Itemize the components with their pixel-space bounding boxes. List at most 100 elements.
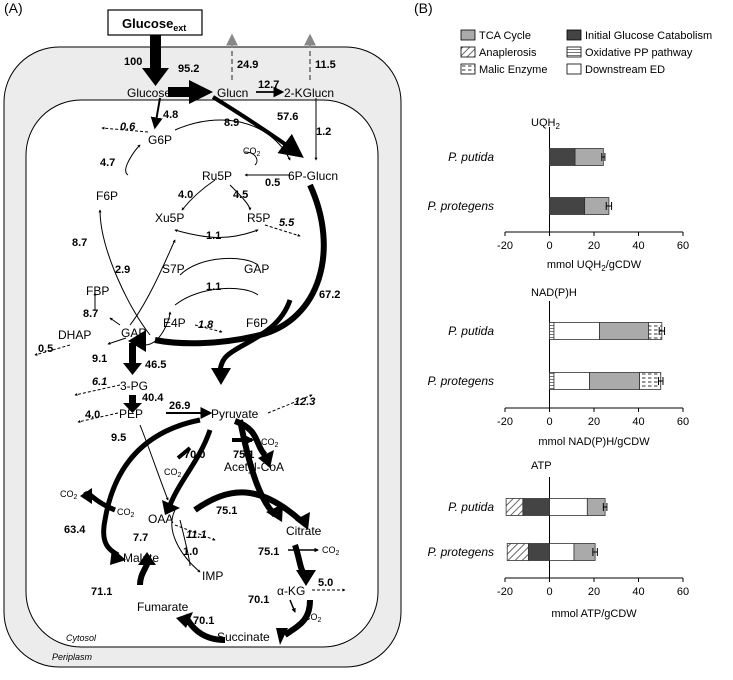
- flux-value: 8.7: [83, 308, 98, 320]
- x-tick-label: -20: [497, 586, 513, 598]
- x-tick-label: 60: [677, 416, 689, 428]
- bar-segment: [549, 197, 586, 215]
- met-r5p: R5P: [247, 211, 270, 225]
- x-tick-label: 20: [588, 416, 600, 428]
- x-tick-label: 0: [546, 416, 552, 428]
- legend-item: Initial Glucose Catabolism: [566, 29, 712, 42]
- glucose-ext-label: Glucoseext: [122, 16, 186, 33]
- met-akg: α-KG: [277, 584, 305, 598]
- co2-thick-arrows: [176, 434, 255, 460]
- category-label: P. putida: [448, 500, 494, 514]
- bar-segment: [549, 498, 588, 516]
- met-pep: PEP: [119, 407, 143, 421]
- bar-segment: [506, 543, 529, 561]
- flux-value: 95.2: [178, 63, 199, 75]
- flux-value: 57.6: [277, 111, 298, 123]
- met-oaa: OAA: [148, 512, 173, 526]
- category-label: P. protegens: [428, 199, 495, 213]
- co2-arrows: [288, 547, 319, 613]
- flux-value: 4.0: [85, 409, 100, 421]
- x-tick-label: -20: [497, 416, 513, 428]
- flux-value: 0.6: [120, 121, 136, 133]
- co2-labels: CO2 CO2 CO2 CO2 CO2 CO2: [60, 437, 340, 624]
- flux-value: 7.7: [133, 532, 148, 544]
- legend-swatch: [460, 63, 476, 75]
- bar-segment: [639, 372, 662, 390]
- legend-label: Initial Glucose Catabolism: [585, 30, 712, 42]
- legend-label: Downstream ED: [585, 64, 665, 76]
- met-succinate: Succinate: [217, 630, 270, 644]
- x-tick-label: 40: [632, 416, 644, 428]
- flux-value: 4.5: [233, 189, 248, 201]
- bar-segment: [527, 543, 550, 561]
- legend-item: TCA Cycle: [460, 29, 531, 42]
- met-dhap: DHAP: [58, 328, 91, 342]
- legend-item: Malic Enzyme: [460, 63, 547, 76]
- flux-value: 8.7: [72, 237, 87, 249]
- legend-item: Oxidative PP pathway: [566, 46, 693, 59]
- co2-label: CO2: [304, 612, 322, 624]
- flux-value: 75.1: [216, 505, 237, 517]
- bar-segment: [573, 543, 596, 561]
- flux-value: 11.1: [186, 529, 207, 541]
- thick-arrows: [123, 35, 213, 413]
- bar-segment: [549, 322, 555, 340]
- chart-title: UQH2: [531, 117, 560, 131]
- flux-value: 9.1: [92, 353, 107, 365]
- x-tick-label: 60: [677, 240, 689, 252]
- flux-value: 0.5: [38, 343, 53, 355]
- met-acetylcoa: Acetyl-CoA: [224, 460, 284, 474]
- flux-value: 4.8: [163, 109, 178, 121]
- met-ru5p: Ru5P: [202, 169, 232, 183]
- metabolite-labels: Glucose Glucn 2-KGlucn G6P 6P-Glucn Ru5P…: [58, 86, 338, 644]
- category-label: P. putida: [448, 324, 494, 338]
- bar-segment: [584, 197, 610, 215]
- flux-value: 5.0: [318, 577, 333, 589]
- legend-label: Anaplerosis: [479, 47, 537, 59]
- category-label: P. protegens: [428, 374, 495, 388]
- chart-legend: TCA Cycle Initial Glucose CatabolismAnapl…: [460, 29, 712, 76]
- legend-label: Malic Enzyme: [479, 64, 547, 76]
- met-glucn: Glucn: [217, 86, 248, 100]
- met-xu5p: Xu5P: [155, 211, 184, 225]
- met-6pglucn: 6P-Glucn: [288, 169, 338, 183]
- export-arrows: [226, 33, 316, 80]
- flux-value: 2.9: [115, 264, 130, 276]
- flux-value: 1.0: [183, 546, 198, 558]
- met-f6p: F6P: [96, 189, 118, 203]
- x-axis-label: mmol ATP/gCDW: [551, 608, 637, 620]
- co2-label: CO2: [117, 507, 135, 519]
- x-axis-label: mmol NAD(P)H/gCDW: [538, 436, 650, 448]
- flux-value: 9.5: [111, 432, 126, 444]
- co2-label: CO2: [261, 437, 279, 449]
- dashed-arrows: [34, 126, 346, 592]
- met-co2-ppp: CO2: [243, 146, 261, 158]
- thick-arrowheads: [80, 330, 316, 645]
- met-gap-top: GAP: [244, 262, 269, 276]
- flux-value: 6.1: [92, 376, 107, 388]
- flux-value: 26.9: [169, 400, 190, 412]
- bar-segment: [553, 322, 600, 340]
- periplasm-label: Periplasm: [52, 652, 93, 662]
- legend-swatch: [566, 63, 582, 75]
- flux-value: 70.1: [248, 594, 269, 606]
- bar-segment: [586, 498, 606, 516]
- co2-label: CO2: [60, 489, 78, 501]
- legend-swatch: [566, 29, 582, 41]
- flux-value: 40.4: [142, 392, 164, 404]
- bar-segment: [522, 498, 550, 516]
- met-gap: GAP: [121, 326, 146, 340]
- met-imp: IMP: [202, 569, 223, 583]
- flux-value: 8.9: [224, 117, 239, 129]
- x-tick-label: 0: [546, 240, 552, 252]
- category-label: P. putida: [448, 150, 494, 164]
- flux-value: 24.9: [237, 59, 258, 71]
- bar-segment: [553, 372, 590, 390]
- flux-value: 75.1: [233, 449, 254, 461]
- x-tick-label: 40: [632, 240, 644, 252]
